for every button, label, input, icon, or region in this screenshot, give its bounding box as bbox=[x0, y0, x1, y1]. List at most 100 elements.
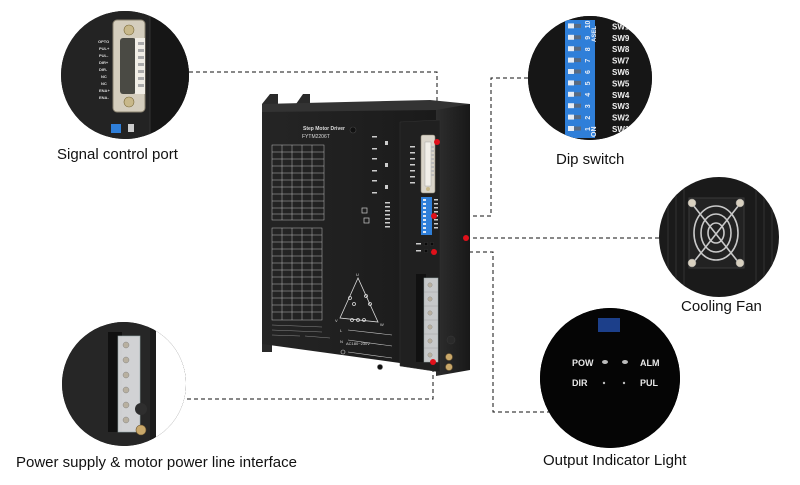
device-model: FYTM2206T bbox=[302, 134, 330, 140]
anchor-dots bbox=[430, 139, 469, 365]
dip-legend-bars bbox=[385, 202, 390, 228]
dip-slot bbox=[574, 35, 581, 40]
label-cooling-fan: Cooling Fan bbox=[681, 298, 762, 315]
power-terminal-block[interactable] bbox=[416, 274, 439, 363]
anchor-dot-signal bbox=[434, 139, 440, 145]
ground-symbol bbox=[340, 349, 346, 355]
dip-switch-label: SW10 bbox=[612, 22, 634, 31]
mounting-foot-top-right bbox=[296, 94, 310, 104]
dip-lever[interactable] bbox=[568, 91, 574, 97]
dip-switch-label: SW8 bbox=[612, 45, 630, 54]
leader-line-power bbox=[186, 361, 434, 400]
pin-label: ENA+ bbox=[99, 88, 110, 93]
side-panel-plug bbox=[446, 335, 456, 345]
indicator-label-dir: DIR bbox=[572, 378, 588, 388]
fan-grille bbox=[687, 197, 745, 269]
signal-pin-labels bbox=[410, 146, 415, 184]
dip-switch-label: SW3 bbox=[612, 102, 630, 111]
phase-symbols bbox=[361, 207, 370, 224]
phase-label-w: W bbox=[380, 322, 384, 327]
dip-switch-label: SW2 bbox=[612, 114, 630, 123]
pin-label: ENA- bbox=[99, 95, 109, 100]
label-output-indicator-light: Output Indicator Light bbox=[543, 452, 687, 469]
dip-lever[interactable] bbox=[568, 80, 574, 86]
dip-side-label: ASEL bbox=[592, 26, 598, 42]
dip-number: 7 bbox=[585, 59, 592, 63]
dip-number: 5 bbox=[585, 81, 592, 85]
device-title: Step Motor Driver bbox=[303, 126, 345, 132]
device-side-panel bbox=[436, 104, 470, 376]
terminal-label-n: N bbox=[340, 339, 343, 344]
dip-lever[interactable] bbox=[568, 23, 574, 29]
db15-signal-connector[interactable] bbox=[420, 134, 436, 194]
dip-slot bbox=[574, 46, 581, 51]
dip-switch-label: SW9 bbox=[612, 34, 630, 43]
dip-slot bbox=[574, 103, 581, 108]
anchor-dot-indicator bbox=[431, 249, 437, 255]
dip-lever[interactable] bbox=[568, 69, 574, 74]
terminal-label-l: L bbox=[340, 328, 343, 333]
dip-switch-label: SW7 bbox=[612, 57, 630, 66]
callout-indicator-image: POW ALM DIR PUL bbox=[540, 308, 680, 448]
dip-slot bbox=[574, 58, 581, 63]
pin-label: PUL- bbox=[99, 53, 109, 58]
terminal-lines bbox=[347, 329, 393, 359]
dip-slot bbox=[574, 115, 581, 120]
dip-lever[interactable] bbox=[568, 114, 574, 120]
indicator-label-pow: POW bbox=[572, 358, 594, 368]
dip-lever[interactable] bbox=[568, 103, 574, 109]
pin-label: NC bbox=[101, 74, 107, 79]
db15-connector-closeup bbox=[112, 19, 146, 113]
pin-label: PUL+ bbox=[99, 46, 110, 51]
notes-text-block bbox=[271, 324, 331, 339]
pin-label: DIR+ bbox=[99, 60, 109, 65]
voltage-label: AC180~230V bbox=[346, 341, 370, 346]
stepper-driver-device: Step Motor Driver FYTM2206T bbox=[262, 94, 470, 376]
indicator-leds bbox=[602, 360, 628, 385]
indicator-label-pul: PUL bbox=[640, 378, 659, 388]
dip-switch-label: SW5 bbox=[612, 79, 630, 88]
dip-lever[interactable] bbox=[568, 46, 574, 52]
pin-label: DIR- bbox=[99, 67, 108, 72]
dip-number: 8 bbox=[585, 47, 592, 51]
label-dip-switch: Dip switch bbox=[556, 151, 625, 168]
mounting-foot-top-left bbox=[262, 94, 278, 104]
dip-slot bbox=[574, 92, 581, 97]
dip-slot bbox=[574, 126, 581, 131]
dip-switch-label: SW4 bbox=[612, 91, 630, 100]
dip-number: 6 bbox=[585, 70, 592, 74]
dip-switch-label: SW1 bbox=[612, 125, 630, 134]
motor-wiring-diagram bbox=[339, 277, 379, 323]
dip-switch-label: SW6 bbox=[612, 68, 630, 77]
dip-lever[interactable] bbox=[568, 57, 574, 63]
dip-slot bbox=[574, 69, 581, 74]
anchor-dot-fan bbox=[463, 235, 469, 241]
dip-lever[interactable] bbox=[568, 34, 574, 40]
current-setting-table bbox=[271, 144, 325, 221]
callout-signal-port-image: OPTO PUL+ PUL- DIR+ DIR- NC NC ENA+ ENA- bbox=[61, 11, 189, 139]
panel-screw-top bbox=[349, 126, 357, 134]
dip-number: 1 bbox=[585, 127, 592, 131]
pin-label: NC bbox=[101, 81, 107, 86]
label-signal-control-port: Signal control port bbox=[57, 146, 178, 163]
microstep-setting-table bbox=[271, 227, 323, 321]
phase-label-u: U bbox=[356, 272, 359, 277]
ground-terminal-posts[interactable] bbox=[445, 353, 453, 371]
dip-on-label: ON bbox=[591, 127, 598, 138]
dip-number: 9 bbox=[585, 36, 592, 40]
panel-screw-bottom bbox=[377, 364, 383, 370]
dip-number: 3 bbox=[585, 104, 592, 108]
device-front-panel bbox=[262, 110, 436, 368]
signal-wiring-symbols bbox=[372, 136, 388, 194]
indicator-label-alm: ALM bbox=[640, 358, 660, 368]
signal-pin-label-list: OPTO PUL+ PUL- DIR+ DIR- NC NC ENA+ ENA- bbox=[98, 39, 110, 100]
dip-number: 10 bbox=[585, 21, 592, 29]
dip-slot bbox=[574, 80, 581, 85]
callout-cooling-fan-image bbox=[659, 177, 779, 297]
dip-lever[interactable] bbox=[568, 126, 574, 131]
leader-line-signal bbox=[189, 71, 438, 130]
callout-power-terminal-image bbox=[62, 322, 186, 446]
